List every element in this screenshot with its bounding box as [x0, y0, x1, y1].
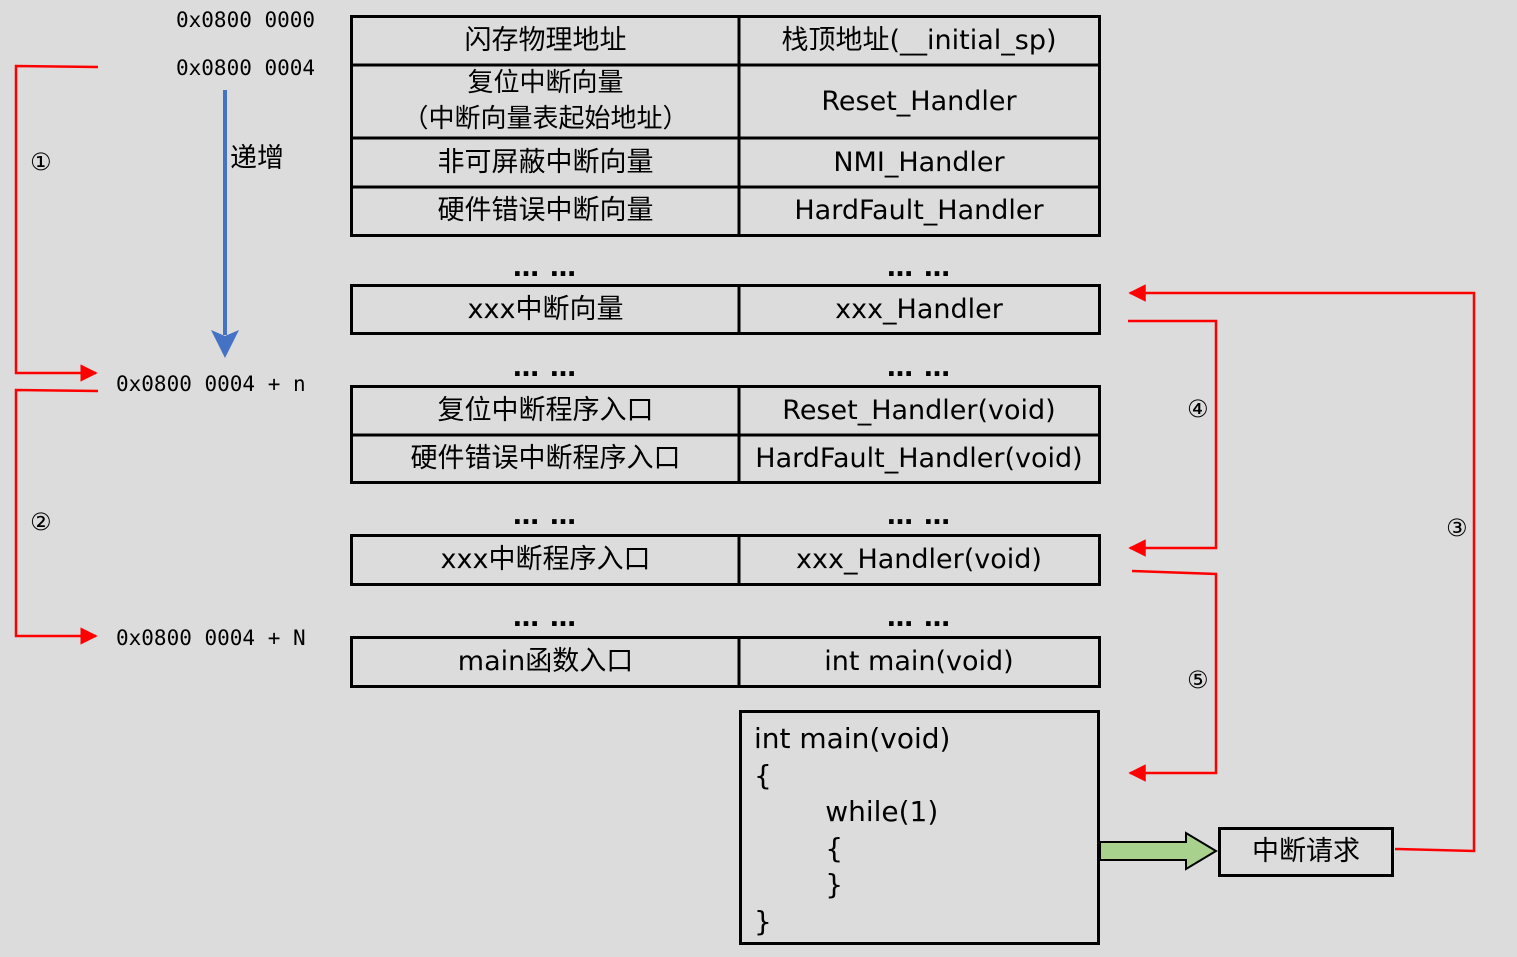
step-3-path [1128, 284, 1476, 853]
ellipsis: … … [512, 253, 578, 283]
ellipsis: … … [886, 501, 952, 531]
xxx-vector-cell-right: xxx_Handler [835, 293, 1003, 325]
ellipsis: … … [512, 501, 578, 531]
code-line: int main(void) [754, 722, 951, 755]
vector-table-cell-left: 硬件错误中断向量 [437, 195, 654, 227]
ellipsis: … … [512, 353, 578, 383]
address-0x08000004: 0x0800 0004 [176, 56, 316, 80]
vector-table-cell-right: 栈顶地址(__initial_sp) [781, 25, 1057, 57]
isr-table-cell-left: 硬件错误中断程序入口 [410, 442, 681, 474]
interrupt-request-box: 中断请求 [1218, 827, 1394, 877]
xxx-isr-cell-right: xxx_Handler(void) [796, 544, 1042, 576]
main-entry-cell-right: int main(void) [824, 646, 1014, 678]
vector-table-cell-right: HardFault_Handler [794, 195, 1044, 227]
code-line: } [754, 868, 844, 901]
vector-table-cell-right: Reset_Handler [821, 85, 1017, 117]
vector-table-cell-left: 闪存物理地址 [464, 25, 627, 57]
interrupt-request-arrow [1099, 831, 1218, 871]
address-offset-n: 0x0800 0004 + n [116, 372, 306, 396]
step-2-bracket [14, 388, 99, 645]
code-line: while(1) [754, 795, 939, 828]
increase-arrow [211, 90, 239, 358]
step-marker-1: ① [30, 148, 52, 176]
vector-table-cell-left: 非可屏蔽中断向量 [437, 146, 654, 178]
step-4-path [1128, 319, 1218, 557]
vector-table-cell-left: 复位中断向量 （中断向量表起始地址） [402, 68, 689, 134]
step-1-bracket [14, 64, 99, 382]
isr-table-cell-left: 复位中断程序入口 [437, 395, 654, 427]
code-line: { [754, 831, 844, 865]
code-line: { [754, 758, 772, 792]
step-marker-3: ③ [1446, 514, 1468, 542]
ellipsis: … … [886, 603, 952, 633]
step-marker-4: ④ [1187, 395, 1209, 423]
increase-label: 递增 [230, 143, 284, 174]
vector-table-cell-right: NMI_Handler [833, 146, 1005, 178]
xxx-vector-cell-left: xxx中断向量 [467, 293, 624, 325]
isr-table-cell-right: HardFault_Handler(void) [755, 442, 1083, 474]
main-entry-cell-left: main函数入口 [457, 646, 634, 678]
address-offset-N: 0x0800 0004 + N [116, 626, 306, 650]
xxx-isr-cell-left: xxx中断程序入口 [440, 544, 651, 576]
address-0x08000000: 0x0800 0000 [176, 8, 316, 32]
step-marker-2: ② [30, 508, 52, 536]
ellipsis: … … [512, 603, 578, 633]
ellipsis: … … [886, 353, 952, 383]
ellipsis: … … [886, 253, 952, 283]
main-code-box: int main(void) { while(1) { } } [739, 710, 1100, 945]
code-line: } [754, 904, 772, 938]
isr-table-cell-right: Reset_Handler(void) [782, 395, 1056, 427]
step-marker-5: ⑤ [1187, 666, 1209, 694]
